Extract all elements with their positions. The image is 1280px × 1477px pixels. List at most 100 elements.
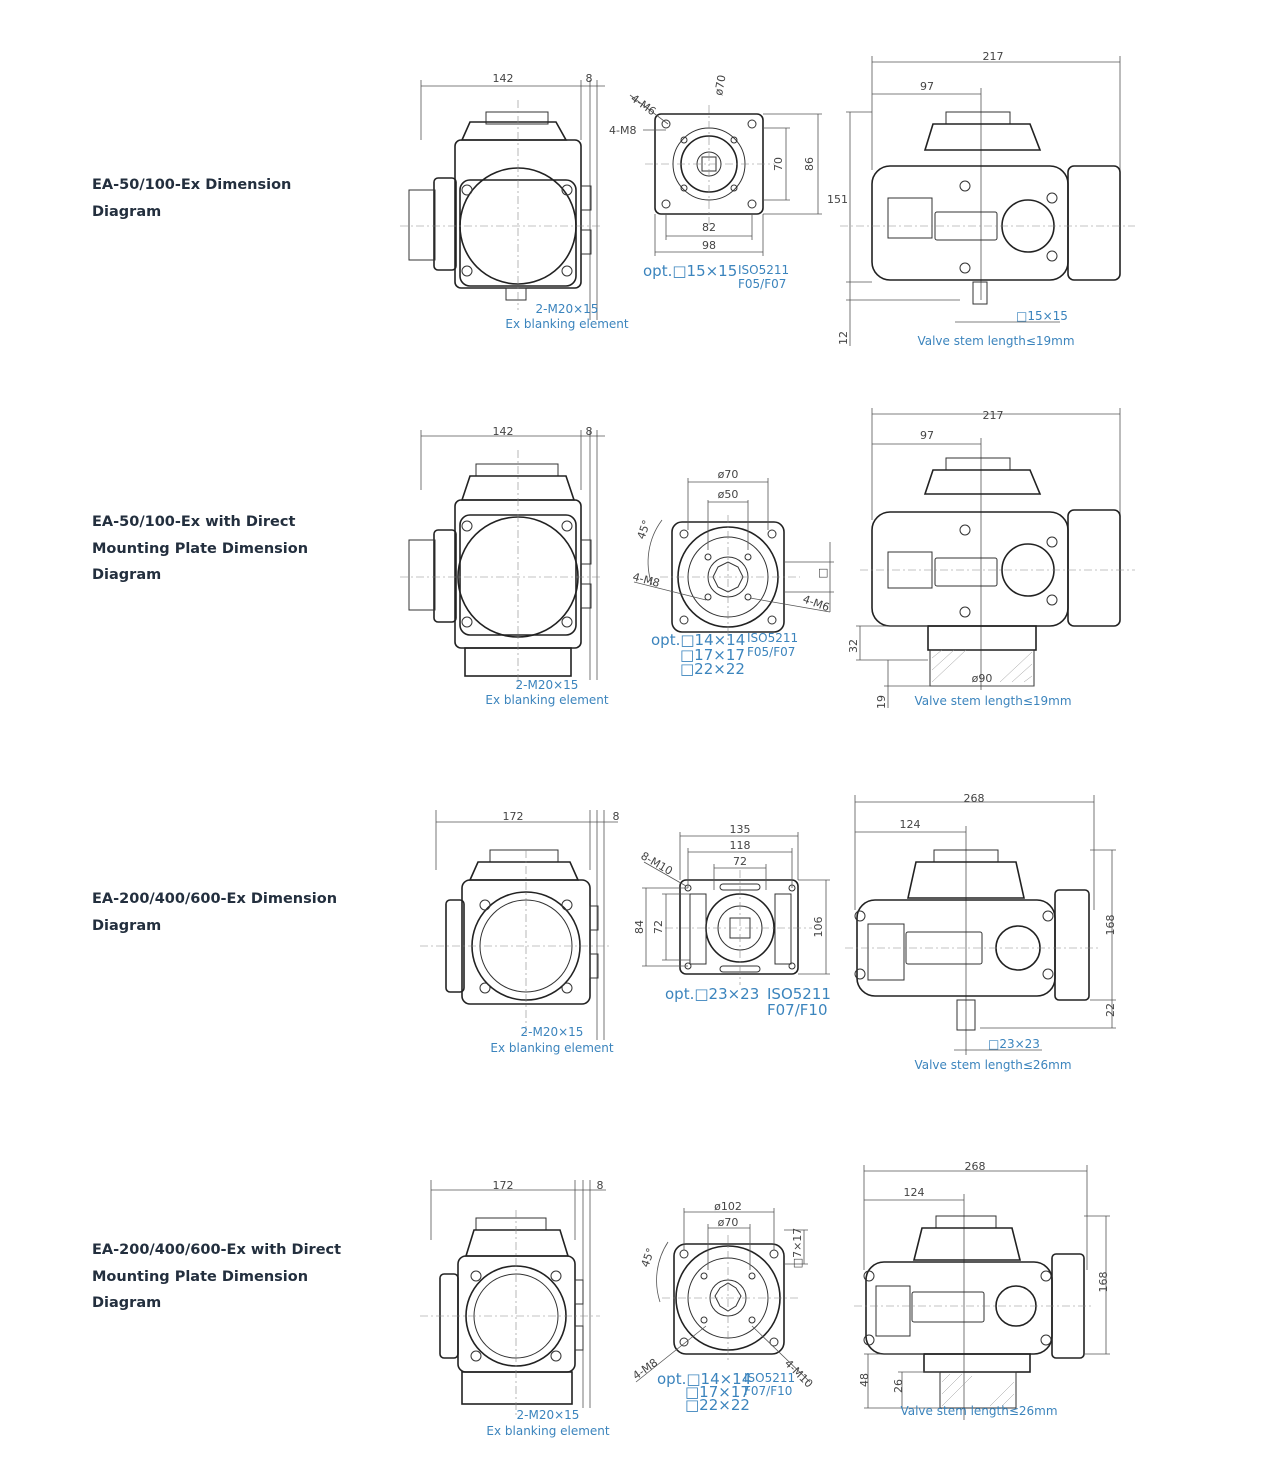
dim-w98: 98 [702, 239, 716, 252]
dim-dia90: ø90 [972, 672, 993, 685]
dim-bolt-m8: 4-M8 [631, 570, 661, 590]
dim-height: 151 [827, 193, 848, 206]
diagram-title: EA-200/400/600-Ex with Direct Mounting P… [92, 1242, 342, 1311]
dim-width: 142 [493, 425, 514, 438]
dim-height: 168 [1097, 1272, 1110, 1293]
dim-w82: 82 [702, 221, 716, 234]
note-thread: 2-M20×15 [536, 302, 599, 316]
mounting-plate-view: ø102 ø70 45° □7×17 4-M8 4-M10 opt.□14×14… [630, 1200, 815, 1414]
iso-flange: F07/F10 [744, 1384, 792, 1398]
opt-square-2: □17×17 [685, 1383, 750, 1401]
diagram-title: EA-50/100-Ex Dimension Diagram [92, 177, 292, 220]
side-view: 268 124 168 22 □23×23 Valve stem length≤… [845, 792, 1117, 1072]
dim-h106: 106 [812, 917, 825, 938]
dim-total: 217 [983, 409, 1004, 422]
flange-view: 4-M6 4-M8 ø70 70 86 82 98 opt.□15×15 ISO… [609, 74, 822, 291]
dim-w118: 118 [730, 839, 751, 852]
note-thread: 2-M20×15 [517, 1408, 580, 1422]
dim-partial: 97 [920, 80, 934, 93]
dim-partial: 124 [900, 818, 921, 831]
dim-diameter: ø70 [712, 74, 728, 97]
note-thread: 2-M20×15 [516, 678, 579, 692]
note-blanking: Ex blanking element [486, 1424, 610, 1438]
dim-total: 268 [965, 1160, 986, 1173]
dim-h84: 84 [633, 920, 646, 934]
dim-offset: 8 [586, 425, 593, 438]
stem-length: Valve stem length≤26mm [900, 1404, 1057, 1418]
iso-flange: F05/F07 [747, 645, 795, 659]
opt-square: opt.□23×23 [665, 985, 759, 1003]
dim-bolt-m8: 4-M8 [630, 1356, 660, 1382]
opt-square-3: □22×22 [685, 1396, 750, 1414]
front-view: 142 8 2-M20×15 Ex blanking element [400, 72, 629, 331]
front-view: 142 8 2-M20×15 Ex blanking element [400, 425, 609, 707]
dim-angle: 45° [635, 518, 654, 541]
iso-standard: ISO5211 [767, 985, 831, 1003]
dim-w135: 135 [730, 823, 751, 836]
dim-width: 142 [493, 72, 514, 85]
side-view: 268 124 168 48 [854, 1160, 1110, 1420]
dim-angle: 45° [639, 1246, 658, 1269]
dim-d70: ø70 [718, 468, 739, 481]
diagram-row-2: EA-50/100-Ex with Direct Mounting Plate … [0, 390, 1280, 730]
side-view: 217 97 32 19 ø90 [847, 408, 1135, 709]
dim-h26: 26 [892, 1379, 905, 1393]
dim-square: □ [818, 566, 828, 579]
stem-square: □23×23 [988, 1037, 1040, 1051]
dim-bottom: 12 [837, 331, 850, 345]
diagram-row-4: EA-200/400/600-Ex with Direct Mounting P… [0, 1130, 1280, 1470]
note-thread: 2-M20×15 [521, 1025, 584, 1039]
dim-d102: ø102 [714, 1200, 742, 1213]
dim-d50: ø50 [718, 488, 739, 501]
opt-square-3: □22×22 [680, 660, 745, 678]
dim-offset: 8 [586, 72, 593, 85]
stem-length: Valve stem length≤19mm [914, 694, 1071, 708]
diagram-row-3: EA-200/400/600-Ex Dimension Diagram 172 … [0, 760, 1280, 1100]
flange-view: 135 118 72 8-M10 84 72 106 opt.□23×23 IS… [633, 823, 831, 1019]
dimension-drawing: 142 8 2-M20×15 Ex blanking element [400, 50, 1135, 348]
iso-standard: ISO5211 [747, 631, 798, 645]
dim-height: 168 [1104, 915, 1117, 936]
dim-square: □7×17 [791, 1228, 804, 1269]
iso-flange: F07/F10 [767, 1001, 827, 1019]
note-blanking: Ex blanking element [505, 317, 629, 331]
note-blanking: Ex blanking element [485, 693, 609, 707]
diagram-row-1: EA-50/100-Ex Dimension Diagram 142 8 2-M… [0, 0, 1280, 360]
stem-length: Valve stem length≤19mm [917, 334, 1074, 348]
dim-h86: 86 [803, 157, 816, 171]
iso-standard: ISO5211 [744, 1371, 795, 1385]
opt-square-2: □17×17 [680, 646, 745, 664]
dimension-drawing: 172 8 2-M20×15 Ex blanking element [420, 792, 1117, 1072]
dim-h70: 70 [772, 157, 785, 171]
dim-bolt-m8: 4-M8 [609, 124, 636, 137]
iso-standard: ISO5211 [738, 263, 789, 277]
diagram-title: EA-200/400/600-Ex Dimension Diagram [92, 891, 338, 934]
opt-square: opt.□15×15 [643, 262, 737, 280]
note-blanking: Ex blanking element [490, 1041, 614, 1055]
dim-w72: 72 [733, 855, 747, 868]
stem-square: □15×15 [1016, 309, 1068, 323]
dim-partial: 97 [920, 429, 934, 442]
front-view: 172 8 2-M20×15 Ex blanking element [420, 1179, 610, 1438]
dim-bolt-m6: 4-M6 [628, 92, 658, 118]
dim-offset: 8 [597, 1179, 604, 1192]
diagram-title: EA-50/100-Ex with Direct Mounting Plate … [92, 514, 309, 583]
opt-square: opt.□14×14 [657, 1370, 751, 1388]
dim-bolt-m10: 8-M10 [639, 849, 675, 877]
dim-bottom: 22 [1104, 1003, 1117, 1017]
mounting-plate-view: ø70 ø50 45° 4-M8 4-M6 □ opt.□14×14 □17×1… [631, 468, 834, 678]
opt-square: opt.□14×14 [651, 631, 745, 649]
dim-h32: 32 [847, 639, 860, 653]
dim-partial: 124 [904, 1186, 925, 1199]
dimension-drawing: 142 8 2-M20×15 Ex blanking element [400, 408, 1135, 709]
dim-bolt-m6: 4-M6 [801, 593, 831, 615]
dim-h19: 19 [875, 695, 888, 709]
dim-d70: ø70 [718, 1216, 739, 1229]
dim-h72: 72 [652, 920, 665, 934]
stem-length: Valve stem length≤26mm [914, 1058, 1071, 1072]
dim-width: 172 [503, 810, 524, 823]
dim-total: 217 [983, 50, 1004, 63]
iso-flange: F05/F07 [738, 277, 786, 291]
dimension-drawing: 172 8 2-M20×15 Ex blanking element [420, 1160, 1110, 1438]
side-view: 217 97 151 12 □15×15 Valve stem length≤1… [827, 50, 1135, 348]
